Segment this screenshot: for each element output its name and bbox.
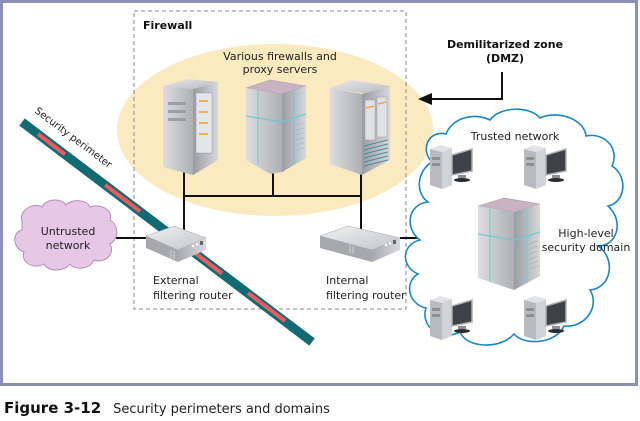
untrusted-network-cloud <box>14 199 118 271</box>
external-router-label-line2: filtering router <box>153 289 233 302</box>
firewall-server-2-icon <box>245 79 307 174</box>
trusted-pc-4-icon <box>524 296 567 340</box>
dmz-label-line1: Demilitarized zone <box>446 38 564 51</box>
firewall-server-3-icon <box>330 80 390 175</box>
figure-number: Figure 3-12 <box>4 399 102 417</box>
proxy-label-line1: Various firewalls and <box>223 50 337 63</box>
trusted-pc-2-icon <box>524 145 567 189</box>
untrusted-label-line2: network <box>45 239 91 252</box>
firewall-boundary <box>133 10 407 310</box>
internal-router-label-line1: Internal <box>326 274 369 287</box>
high-level-label-line1: High-level <box>558 227 614 240</box>
trusted-pc-1-icon <box>430 145 473 189</box>
internal-router-label-line2: filtering router <box>326 289 406 302</box>
internal-router-icon <box>319 225 401 262</box>
external-router-label-line1: External <box>153 274 199 287</box>
figure-title: Security perimeters and domains <box>113 402 330 417</box>
proxy-label-line2: proxy servers <box>242 63 318 76</box>
trusted-network-label: Trusted network <box>470 130 560 143</box>
high-level-server-icon <box>477 197 541 290</box>
untrusted-label-line1: Untrusted <box>40 225 96 238</box>
diagram-canvas: Security perimeter <box>0 0 638 386</box>
high-level-label-line2: security domain <box>541 241 631 254</box>
trusted-pc-3-icon <box>430 296 473 340</box>
dmz-arrow <box>418 72 503 105</box>
figure-caption: Figure 3-12 Security perimeters and domai… <box>4 398 330 417</box>
dmz-label-line2: (DMZ) <box>485 52 525 65</box>
external-router-icon <box>145 225 207 262</box>
firewall-label: Firewall <box>143 19 193 32</box>
diagram-frame: Security perimeter <box>0 0 638 386</box>
firewall-server-1-icon <box>163 79 218 175</box>
